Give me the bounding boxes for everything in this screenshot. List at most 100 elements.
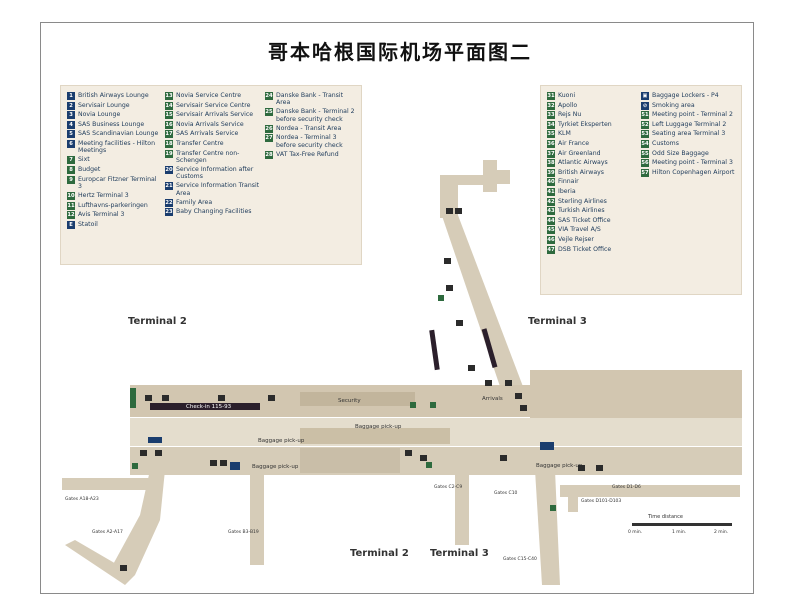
legend-number-badge: 26 bbox=[265, 124, 273, 133]
legend-number-badge: 16 bbox=[165, 120, 173, 129]
legend-number-badge: 17 bbox=[165, 130, 173, 139]
legend-item-label: Service Information Transit Area bbox=[176, 182, 260, 197]
legend-number-badge: 46 bbox=[547, 235, 555, 244]
legend-item-label: Kuoni bbox=[558, 92, 576, 99]
terminal2-label: Terminal 2 bbox=[128, 316, 187, 327]
gate-label: Gates C15-C40 bbox=[503, 556, 537, 562]
legend-item-label: Air Greenland bbox=[558, 149, 601, 157]
legend-item-label: Iberia bbox=[558, 187, 576, 195]
scale-tick: 1 min. bbox=[672, 530, 687, 535]
gate-label: Gates D101-D103 bbox=[581, 498, 621, 504]
legend-number-badge: 20 bbox=[165, 165, 173, 174]
legend-item-label: Lufthavns-parkeringen bbox=[78, 201, 148, 209]
baggage-hall bbox=[300, 428, 450, 444]
legend-item: ▣Baggage Lockers - P4 bbox=[641, 92, 737, 100]
security-label: Security bbox=[338, 398, 361, 404]
legend-item-label: Statoil bbox=[78, 220, 98, 228]
legend-item: ⊘Smoking area bbox=[641, 101, 737, 110]
legend-number-badge: 28 bbox=[265, 150, 273, 159]
legend-item-label: SAS Business Lounge bbox=[78, 120, 145, 128]
legend-item-label: Meeting point - Terminal 3 bbox=[652, 159, 733, 167]
map-title: 哥本哈根国际机场平面图二 bbox=[268, 40, 532, 64]
legend-number-badge: 57 bbox=[641, 168, 649, 177]
legend-number-badge: 32 bbox=[547, 101, 555, 110]
legend-item-label: Avis Terminal 3 bbox=[78, 211, 125, 219]
legend-number-badge: 55 bbox=[641, 149, 649, 158]
legend-item-label: Transfer Centre non-Schengen bbox=[176, 149, 240, 164]
legend-number-badge: 24 bbox=[265, 92, 273, 100]
legend-number-badge: 34 bbox=[547, 120, 555, 129]
checkin-strip bbox=[150, 403, 260, 410]
gate-strip bbox=[429, 329, 440, 371]
checkin-label: Check-in 115-93 bbox=[186, 404, 232, 410]
terminal3-label: Terminal 3 bbox=[528, 316, 587, 327]
legend-number-badge: 25 bbox=[265, 108, 273, 117]
arrivals-hall-block bbox=[300, 448, 400, 473]
pier-c15 bbox=[535, 470, 560, 585]
legend-item-label: Novia Lounge bbox=[78, 111, 121, 119]
scale-tick: 0 min. bbox=[628, 530, 643, 535]
legend-item-label: VIA Travel A/S bbox=[558, 226, 601, 234]
legend-item-label: Atlantic Airways bbox=[558, 159, 608, 167]
legend-number-badge: 7 bbox=[67, 156, 75, 165]
info-marker bbox=[230, 462, 240, 470]
legend-item-label: Novia Arrivals Service bbox=[176, 120, 244, 128]
legend-number-badge: 47 bbox=[547, 245, 555, 254]
legend-number-badge: 42 bbox=[547, 197, 555, 206]
legend-number-badge: 14 bbox=[165, 101, 173, 110]
baggage-pickup-label: Baggage pick-up bbox=[252, 464, 299, 470]
legend-item-label: SAS Scandinavian Lounge bbox=[78, 130, 159, 138]
legend-number-badge: 3 bbox=[67, 111, 75, 120]
legend-item-label: Seating area Terminal 3 bbox=[652, 130, 726, 138]
legend-number-badge: 52 bbox=[641, 120, 649, 129]
legend-number-badge: 35 bbox=[547, 130, 555, 139]
legend-number-badge: 11 bbox=[67, 201, 75, 210]
terminal3-hall bbox=[530, 370, 742, 420]
legend-item-label: Baby Changing Facilities bbox=[176, 208, 252, 216]
legend-number-badge: 54 bbox=[641, 139, 649, 148]
gate-label: Gates A2-A17 bbox=[92, 529, 123, 535]
legend-item-label: Vejle Rejser bbox=[558, 235, 594, 243]
legend-number-badge: 12 bbox=[67, 211, 75, 220]
legend-item-label: Transfer Centre bbox=[176, 139, 224, 147]
legend-item-label: Meeting point - Terminal 2 bbox=[652, 111, 733, 119]
legend-number-badge: 13 bbox=[165, 92, 173, 100]
legend-number-badge: 38 bbox=[547, 159, 555, 168]
legend-number-badge: 36 bbox=[547, 139, 555, 148]
legend-item-label: Hilton Copenhagen Airport bbox=[652, 168, 735, 176]
gate-strip bbox=[481, 328, 498, 369]
legend-item-label: Budget bbox=[78, 165, 101, 173]
terminal2-label: Terminal 2 bbox=[350, 548, 409, 559]
legend-item-label: Novia Service Centre bbox=[176, 92, 242, 99]
legend-item-label: Customs bbox=[652, 139, 679, 147]
legend-item-label: Servisair Lounge bbox=[78, 101, 130, 109]
legend-number-badge: 8 bbox=[67, 165, 75, 174]
